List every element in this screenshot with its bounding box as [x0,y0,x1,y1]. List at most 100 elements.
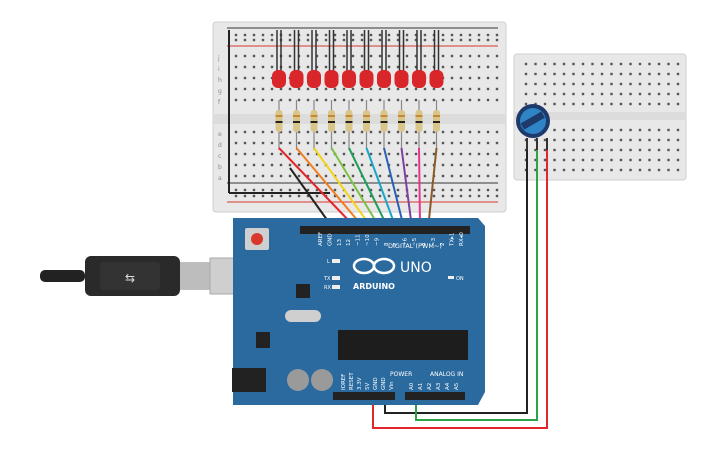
breadboard-hole [405,174,409,178]
breadboard-hole [333,65,337,69]
breadboard-hole [441,163,445,167]
breadboard-hole [306,188,310,192]
breadboard-hole [534,102,537,106]
breadboard-hole [638,72,642,76]
breadboard-hole [252,141,256,145]
breadboard-hole [591,62,594,66]
led-l [332,259,340,263]
breadboard-hole [459,33,463,37]
breadboard-hole [468,130,472,134]
breadboard-hole [387,130,391,134]
breadboard-hole [423,188,427,192]
breadboard-hole [261,194,265,198]
breadboard-hole [405,54,409,58]
breadboard-hole [676,148,680,152]
breadboard-hole [495,54,499,58]
led-tx [332,276,340,280]
analog-header [405,392,465,400]
breadboard-hole [562,138,566,142]
breadboard-hole [610,128,613,132]
breadboard-hole [562,158,566,162]
breadboard-hole [581,72,585,76]
breadboard-hole [324,65,328,69]
breadboard-hole [572,148,575,152]
breadboard-hole [234,152,238,156]
breadboard-hole [486,152,490,156]
breadboard-hole [297,152,301,156]
breadboard-hole [261,130,265,134]
breadboard-hole [657,168,661,172]
breadboard-hole [543,72,547,76]
breadboard-hole [572,92,575,96]
breadboard-hole [543,102,547,106]
breadboard-hole [610,72,613,76]
breadboard-hole [553,72,556,76]
breadboard-hole [534,168,537,172]
breadboard-hole [423,152,427,156]
breadboard-hole [405,98,409,102]
breadboard-hole [441,194,445,198]
usb-chip [296,284,310,298]
breadboard-hole [270,194,274,198]
pin-label: 7 [393,242,399,246]
breadboard-hole [405,130,409,134]
breadboard-hole [270,174,274,178]
breadboard-hole [432,87,436,91]
pot-power-wire [372,150,548,429]
breadboard-hole [234,194,238,198]
breadboard-hole [581,138,585,142]
breadboard-hole [234,76,238,80]
breadboard-hole [553,168,556,172]
breadboard-hole [396,188,400,192]
breadboard-hole [270,98,274,102]
breadboard-hole [396,38,400,42]
pin-label: ~10 [365,234,371,246]
svg-text:i: i [218,66,220,73]
breadboard-hole [450,141,454,145]
breadboard-hole [648,168,651,172]
breadboard-hole [378,188,382,192]
capacitor-2 [311,369,333,391]
breadboard-hole [252,76,256,80]
breadboard-hole [342,38,346,42]
breadboard-hole [315,163,319,167]
breadboard-hole [676,82,680,86]
breadboard-hole [279,141,283,145]
breadboard-hole [600,138,604,142]
breadboard-hole [459,98,463,102]
breadboard-hole [315,152,319,156]
breadboard-hole [562,92,566,96]
breadboard-hole [638,138,642,142]
svg-text:e: e [218,131,222,138]
breadboard-hole [638,168,642,172]
signal-wire [365,147,396,225]
breadboard-hole [297,87,301,91]
breadboard-hole [619,92,623,96]
breadboard-hole [423,65,427,69]
breadboard-hole [450,163,454,167]
breadboard-hole [477,194,481,198]
pin-label: A3 [436,382,442,390]
breadboard-hole [676,72,680,76]
breadboard-hole [261,163,265,167]
breadboard-hole [315,188,319,192]
breadboard-hole [629,168,632,172]
breadboard-hole [360,65,364,69]
breadboard-hole [270,163,274,167]
breadboard-hole [441,87,445,91]
breadboard-hole [638,128,642,132]
breadboard-hole [477,54,481,58]
breadboard-hole [600,62,604,66]
breadboard-hole [562,168,566,172]
breadboard-hole [667,148,670,152]
breadboard-hole [667,138,670,142]
breadboard-hole [553,128,556,132]
led [307,70,321,88]
breadboard-hole [495,38,499,42]
breadboard-hole [486,38,490,42]
breadboard-hole [524,102,528,106]
breadboard-hole [486,76,490,80]
breadboard-hole [441,54,445,58]
breadboard-hole [351,38,355,42]
